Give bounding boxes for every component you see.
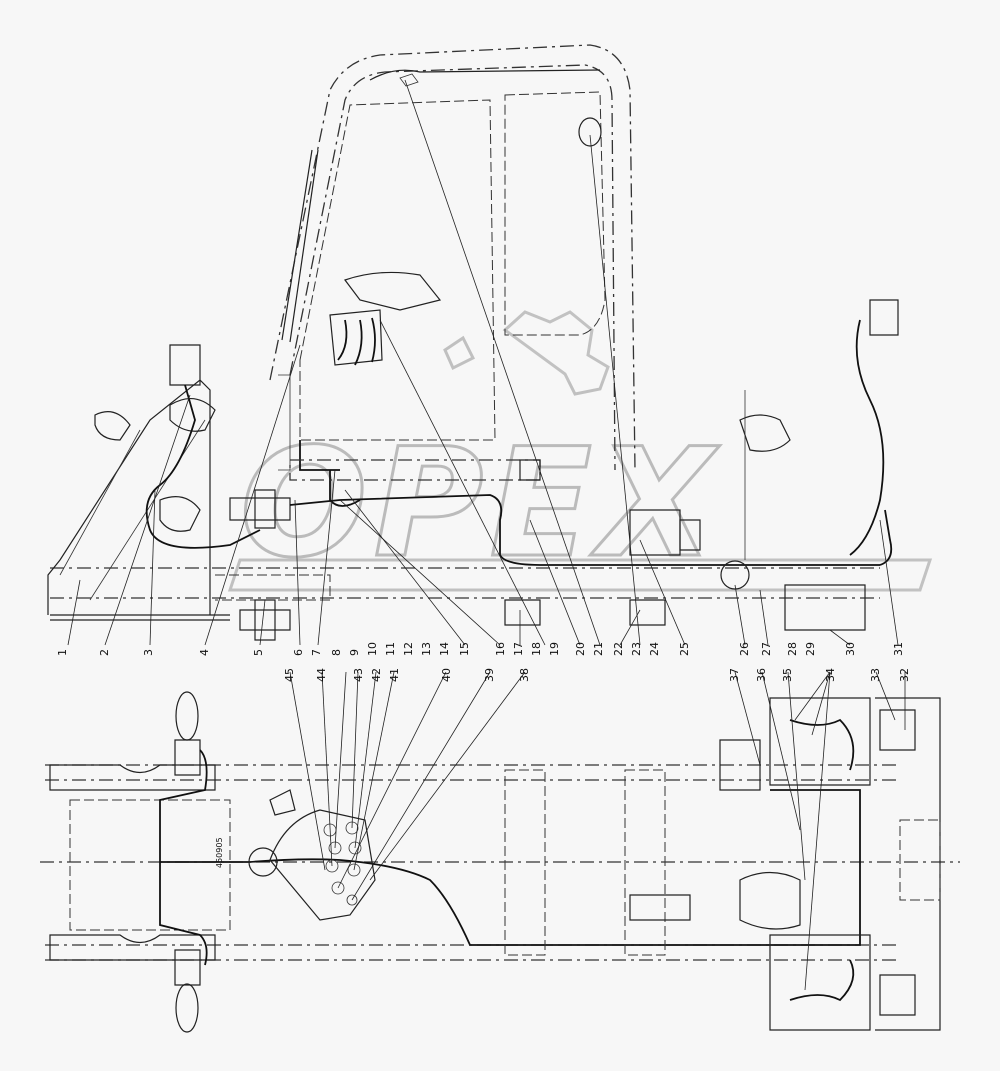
- battery-plan-top: [769, 697, 871, 786]
- plan-leaders: [289, 671, 906, 991]
- callout-3: 3: [142, 649, 155, 656]
- front-lamp: [169, 344, 201, 386]
- dome-lamp: [578, 117, 602, 147]
- callout-19: 19: [548, 642, 561, 656]
- front-axle-hub: [254, 489, 276, 529]
- steering-column-plan: [248, 847, 278, 877]
- alternator-plan: [739, 871, 801, 930]
- side-leaders: [67, 79, 899, 646]
- watermark-logo: OPEX: [227, 310, 933, 593]
- plan-view: 450905: [40, 691, 960, 1033]
- callout-24: 24: [648, 642, 661, 656]
- callout-15: 15: [458, 642, 471, 656]
- callout-30: 30: [844, 642, 857, 656]
- callout-8: 8: [330, 649, 343, 656]
- callout-10: 10: [366, 642, 379, 656]
- callout-44: 44: [315, 668, 328, 682]
- callout-41: 41: [388, 668, 401, 682]
- callout-18: 18: [530, 642, 543, 656]
- relay-block-b: [629, 599, 666, 626]
- callout-26: 26: [738, 642, 751, 656]
- instrument-panel-plan: [269, 809, 376, 921]
- side-mirror: [869, 299, 899, 336]
- callout-16: 16: [494, 642, 507, 656]
- callout-23: 23: [630, 642, 643, 656]
- battery-plan-bottom: [769, 934, 871, 1031]
- callout-27: 27: [760, 642, 773, 656]
- front-axle-bottom: [49, 934, 216, 961]
- callout-21: 21: [592, 642, 605, 656]
- alternator: [739, 414, 791, 452]
- callout-39: 39: [483, 668, 496, 682]
- callout-25: 25: [678, 642, 691, 656]
- callout-7: 7: [310, 649, 323, 656]
- front-axle-top: [49, 764, 216, 791]
- battery-side: [784, 584, 866, 631]
- starter-plan: [629, 894, 691, 921]
- callout-31: 31: [892, 642, 905, 656]
- callout-5: 5: [252, 649, 265, 656]
- cab-outline: [269, 44, 636, 507]
- callout-29: 29: [804, 642, 817, 656]
- rear-lamp-top: [879, 709, 916, 751]
- callout-22: 22: [612, 642, 625, 656]
- plan-callouts: 45 44 43 42 41 40 39 38 37 36 35 34 33 3…: [283, 668, 911, 682]
- callout-43: 43: [352, 668, 365, 682]
- roof-lamp: [399, 73, 419, 87]
- dash-console: [329, 309, 383, 366]
- callout-17: 17: [512, 642, 525, 656]
- callout-42: 42: [370, 668, 383, 682]
- flywheel: [720, 560, 750, 590]
- relay-block-a: [504, 599, 541, 626]
- callout-28: 28: [786, 642, 799, 656]
- callout-13: 13: [420, 642, 433, 656]
- plan-lamp-top: [175, 691, 199, 741]
- plan-lamp-bottom: [175, 983, 199, 1033]
- rear-axle-hub: [254, 599, 276, 641]
- callout-4: 4: [198, 649, 211, 656]
- side-callouts: 1 2 3 4 5 6 7 8 9 10 11 12 13 14 15 16 1…: [56, 642, 905, 656]
- callout-34: 34: [824, 668, 837, 682]
- callout-32: 32: [898, 668, 911, 682]
- callout-1: 1: [56, 649, 69, 656]
- chassis-side: [47, 299, 899, 641]
- callout-9: 9: [348, 649, 361, 656]
- watermark-text: OPEX: [240, 417, 720, 591]
- callout-38: 38: [518, 668, 531, 682]
- callout-40: 40: [440, 668, 453, 682]
- steering-wheel: [344, 271, 442, 311]
- callout-6: 6: [292, 649, 305, 656]
- callout-45: 45: [283, 668, 296, 682]
- callout-11: 11: [384, 642, 397, 656]
- callout-35: 35: [781, 668, 794, 682]
- callout-12: 12: [402, 642, 415, 656]
- callout-36: 36: [755, 668, 768, 682]
- plan-small-label: 450905: [215, 837, 224, 868]
- callout-14: 14: [438, 642, 451, 656]
- callout-20: 20: [574, 642, 587, 656]
- callout-33: 33: [869, 668, 882, 682]
- callout-2: 2: [98, 649, 111, 656]
- callout-37: 37: [728, 668, 741, 682]
- rear-lamp-bottom: [879, 974, 916, 1016]
